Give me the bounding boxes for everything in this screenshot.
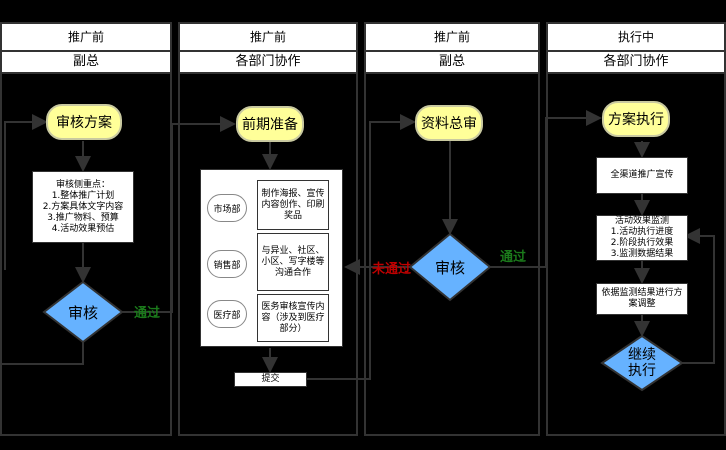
dept-task-medical: 医务审核宣传内容（涉及到医疗部分） <box>257 294 329 342</box>
decision-label-1: 审核 <box>67 303 98 322</box>
lane-role-header: 副总 <box>2 52 170 74</box>
effect-monitoring-box: 活动效果监测 1.活动执行进度 2.阶段执行效果 3.监测数据结果 <box>596 215 688 261</box>
start-node-review-plan: 审核方案 <box>46 104 122 140</box>
dept-badge-medical: 医疗部 <box>207 300 247 328</box>
lane-role-header: 副总 <box>366 52 538 74</box>
lane-phase-header: 执行中 <box>548 24 724 52</box>
edge-label-pass-2: 通过 <box>500 250 527 265</box>
effect-monitoring-text: 活动效果监测 1.活动执行进度 2.阶段执行效果 3.监测数据结果 <box>610 216 674 259</box>
start-node-final-review: 资料总审 <box>415 105 483 141</box>
swimlane-3: 推广前 副总 <box>364 22 540 436</box>
lane-phase-header: 推广前 <box>180 24 356 52</box>
decision-diamond-2 <box>408 232 492 302</box>
edge-label-fail: 未通过 <box>372 262 412 277</box>
dept-badge-marketing: 市场部 <box>207 194 247 222</box>
submit-box: 提交 <box>234 372 307 387</box>
dept-badge-sales: 销售部 <box>207 250 247 278</box>
lane-phase-header: 推广前 <box>2 24 170 52</box>
start-node-preparation: 前期准备 <box>236 106 304 142</box>
review-focus-box: 审核侧重点： 1.整体推广计划 2.方案具体文字内容 3.推广物料、预算 4.活… <box>32 171 134 243</box>
lane-phase-header: 推广前 <box>366 24 538 52</box>
decision-diamond-3 <box>600 334 684 392</box>
start-node-execution: 方案执行 <box>602 101 670 137</box>
decision-label-2: 审核 <box>434 258 465 277</box>
lane-role-header: 各部门协作 <box>180 52 356 74</box>
lane-role-header: 各部门协作 <box>548 52 724 74</box>
decision-label-3: 继续执行 <box>628 347 656 379</box>
swimlane-2: 推广前 各部门协作 <box>178 22 358 436</box>
review-focus-text: 审核侧重点： 1.整体推广计划 2.方案具体文字内容 3.推广物料、预算 4.活… <box>42 179 124 234</box>
edge-label-pass-1: 通过 <box>134 306 161 321</box>
dept-task-marketing: 制作海报、宣传内容创作、印刷奖品 <box>257 180 329 230</box>
plan-adjust-box: 依据监测结果进行方案调整 <box>596 283 688 315</box>
dept-task-sales: 与异业、社区、小区、写字楼等沟通合作 <box>257 233 329 291</box>
channel-promotion-box: 全渠道推广宣传 <box>596 157 688 194</box>
department-tasks-panel: 市场部 制作海报、宣传内容创作、印刷奖品 销售部 与异业、社区、小区、写字楼等沟… <box>200 169 343 347</box>
swimlane-4: 执行中 各部门协作 <box>546 22 726 436</box>
